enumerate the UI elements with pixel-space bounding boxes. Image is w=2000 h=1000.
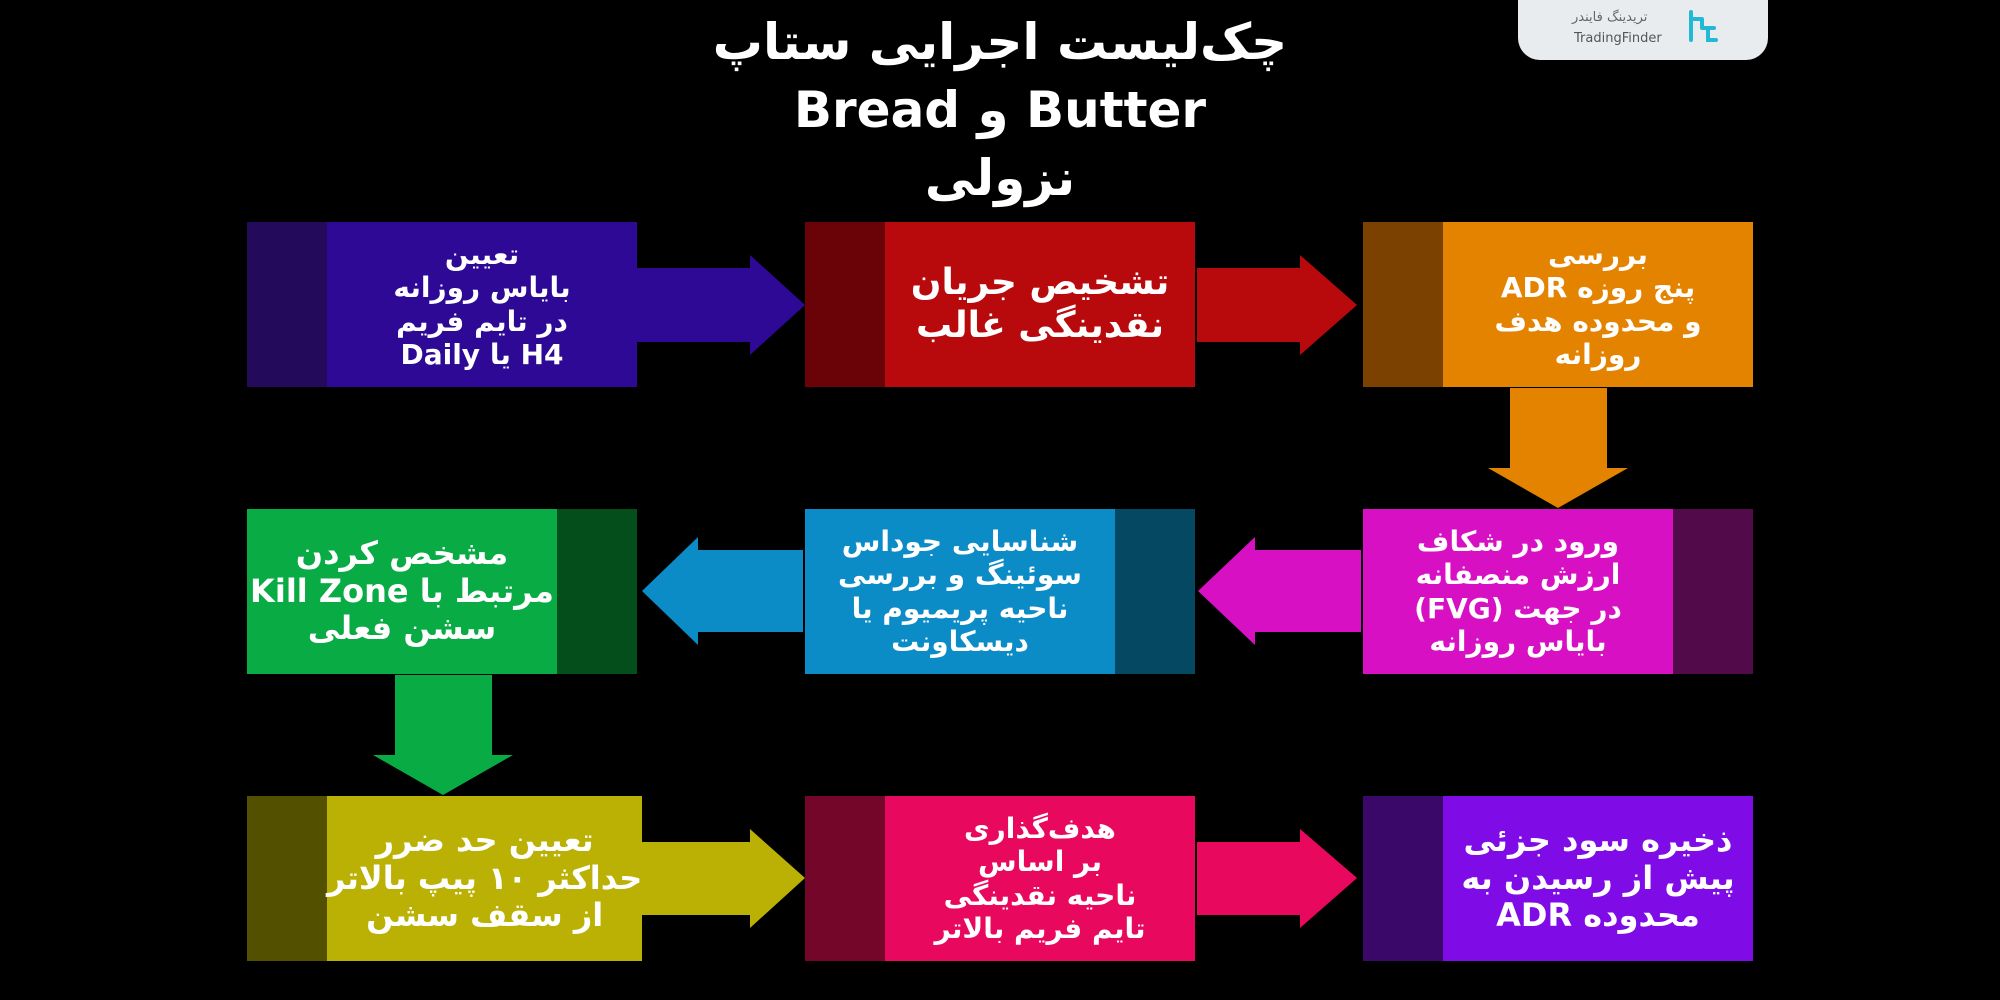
step-3-box[interactable]: بررسی ADR پنج روزه و محدوده هدف روزانه xyxy=(1363,222,1753,387)
step-9-line-2: پیش از رسیدن به xyxy=(1461,858,1735,897)
step-8-line-1: هدف‌گذاری xyxy=(964,812,1116,846)
arrow-step4-to-step5 xyxy=(1198,537,1361,645)
page-title: چک‌لیست اجرایی ستاپ Bread و Butter نزولی xyxy=(650,8,1350,212)
step-5-body: شناسایی جوداس سوئینگ و بررسی ناحیه پریمی… xyxy=(805,509,1115,674)
step-6-body: مشخص کردن Kill Zone مرتبط با سشن فعلی xyxy=(247,509,557,674)
step-1-stub xyxy=(247,222,327,387)
step-8-line-3: ناحیه نقدینگی xyxy=(943,878,1137,912)
step-2-box[interactable]: تشخیص جریان نقدینگی غالب xyxy=(805,222,1195,387)
step-7-line-2: حداکثر ۱۰ پیپ بالاتر xyxy=(327,858,643,897)
step-6-line-1: مشخص کردن xyxy=(295,533,509,572)
step-8-box[interactable]: هدف‌گذاری بر اساس ناحیه نقدینگی تایم فری… xyxy=(805,796,1195,961)
arrow-step5-to-step6 xyxy=(642,537,803,645)
logo-text-fa: تریدینگ فایندر xyxy=(1572,10,1648,25)
step-4-body: ورود در شکاف ارزش منصفانه (FVG) در جهت ب… xyxy=(1363,509,1673,674)
step-8-line-4: تایم فریم بالاتر xyxy=(934,911,1146,945)
title-line-3: نزولی xyxy=(924,149,1076,207)
arrow-step2-to-step3 xyxy=(1197,255,1357,355)
step-5-line-1: شناسایی جوداس xyxy=(841,525,1079,559)
step-9-body: ذخیره سود جزئی پیش از رسیدن به محدوده AD… xyxy=(1443,796,1753,961)
step-7-stub xyxy=(247,796,327,961)
step-9-stub xyxy=(1363,796,1443,961)
step-3-line-4: روزانه xyxy=(1554,337,1642,371)
step-2-line-2: نقدینگی غالب xyxy=(915,304,1165,346)
arrow-step6-to-step7 xyxy=(373,675,513,795)
step-2-body: تشخیص جریان نقدینگی غالب xyxy=(885,222,1195,387)
step-7-line-1: تعیین حد ضرر xyxy=(375,820,594,859)
step-7-line-3: از سقف سشن xyxy=(366,896,604,935)
step-4-line-2: ارزش منصفانه xyxy=(1415,558,1621,592)
step-3-body: بررسی ADR پنج روزه و محدوده هدف روزانه xyxy=(1443,222,1753,387)
step-3-line-1: بررسی xyxy=(1548,238,1648,272)
step-3-stub xyxy=(1363,222,1443,387)
step-8-stub xyxy=(805,796,885,961)
arrow-step7-to-step8 xyxy=(637,829,805,928)
step-9-line-1: ذخیره سود جزئی xyxy=(1463,820,1733,859)
step-4-box[interactable]: ورود در شکاف ارزش منصفانه (FVG) در جهت ب… xyxy=(1363,509,1753,674)
step-4-line-4: بایاس روزانه xyxy=(1429,624,1607,658)
title-line-2: Bread و Butter xyxy=(793,81,1207,139)
tradingfinder-logo-icon xyxy=(1689,10,1718,42)
logo-text-en: TradingFinder xyxy=(1574,31,1662,46)
brand-logo-badge[interactable]: تریدینگ فایندر TradingFinder xyxy=(1518,0,1768,60)
arrow-step1-to-step2 xyxy=(637,255,805,355)
step-1-body: تعیین بایاس روزانه در تایم فریم Daily یا… xyxy=(327,222,637,387)
step-5-line-3: ناحیه پریمیوم یا xyxy=(851,591,1069,625)
step-6-line-3: سشن فعلی xyxy=(307,609,497,648)
arrow-step8-to-step9 xyxy=(1197,829,1357,928)
step-6-line-2: Kill Zone مرتبط با xyxy=(250,571,554,610)
step-5-stub xyxy=(1115,509,1195,674)
step-4-stub xyxy=(1673,509,1753,674)
title-line-1: چک‌لیست اجرایی ستاپ xyxy=(712,13,1288,71)
step-5-box[interactable]: شناسایی جوداس سوئینگ و بررسی ناحیه پریمی… xyxy=(805,509,1195,674)
step-4-line-3: (FVG) در جهت xyxy=(1414,591,1622,625)
step-9-line-3: محدوده ADR xyxy=(1496,896,1700,935)
step-1-line-3: در تایم فریم xyxy=(396,304,568,338)
step-1-line-2: بایاس روزانه xyxy=(393,271,571,305)
step-2-stub xyxy=(805,222,885,387)
step-6-box[interactable]: مشخص کردن Kill Zone مرتبط با سشن فعلی xyxy=(247,509,637,674)
step-5-line-2: سوئینگ و بررسی xyxy=(838,558,1082,592)
step-3-line-3: و محدوده هدف xyxy=(1494,304,1702,338)
step-1-line-4: Daily یا H4 xyxy=(400,337,564,371)
step-8-body: هدف‌گذاری بر اساس ناحیه نقدینگی تایم فری… xyxy=(885,796,1195,961)
step-1-line-1: تعیین xyxy=(444,238,520,272)
step-2-line-1: تشخیص جریان xyxy=(910,262,1170,304)
step-6-stub xyxy=(557,509,637,674)
step-4-line-1: ورود در شکاف xyxy=(1416,525,1620,559)
step-7-body: تعیین حد ضرر حداکثر ۱۰ پیپ بالاتر از سقف… xyxy=(327,796,643,961)
arrow-step3-to-step4 xyxy=(1488,388,1628,508)
step-9-box[interactable]: ذخیره سود جزئی پیش از رسیدن به محدوده AD… xyxy=(1363,796,1753,961)
step-5-line-4: دیسکاونت xyxy=(891,624,1029,658)
step-8-line-2: بر اساس xyxy=(978,845,1102,879)
step-3-line-2: ADR پنج روزه xyxy=(1500,271,1696,305)
step-7-box[interactable]: تعیین حد ضرر حداکثر ۱۰ پیپ بالاتر از سقف… xyxy=(247,796,643,961)
step-1-box[interactable]: تعیین بایاس روزانه در تایم فریم Daily یا… xyxy=(247,222,637,387)
